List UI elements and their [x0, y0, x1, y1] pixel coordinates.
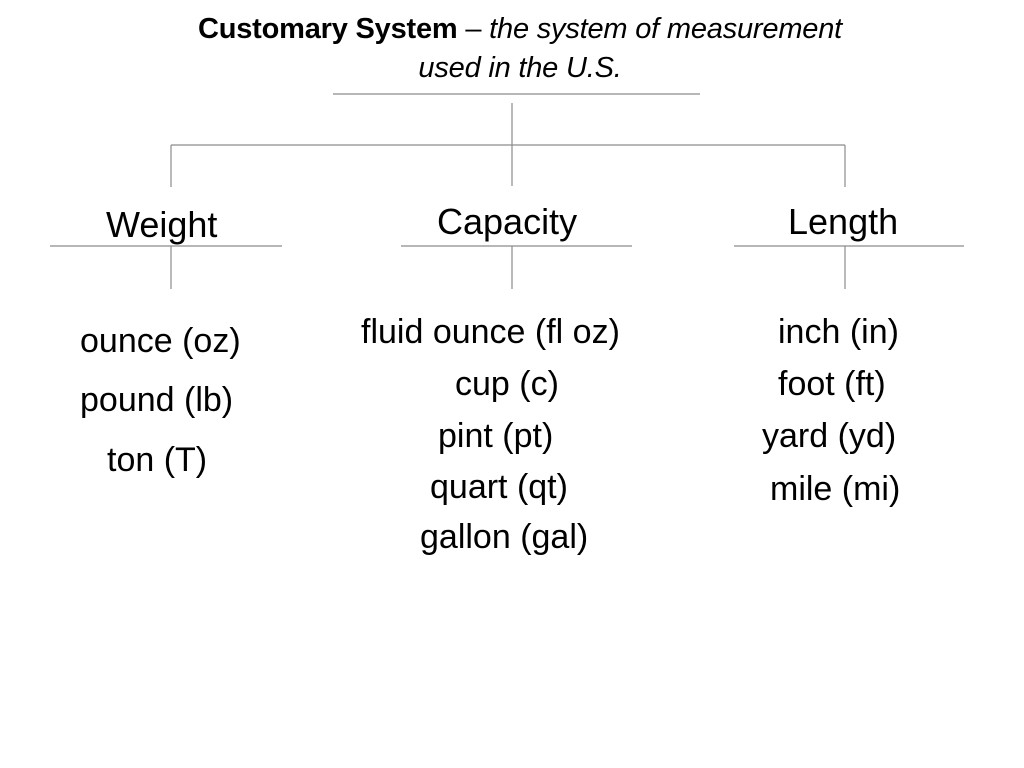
- title-definition-line1: the system of measurement: [489, 13, 842, 45]
- diagram-title: Customary System – the system of measure…: [100, 10, 940, 88]
- unit-pound: pound (lb): [80, 381, 234, 419]
- unit-fluid-ounce: fluid ounce (fl oz): [361, 313, 620, 351]
- unit-gallon: gallon (gal): [420, 518, 589, 556]
- unit-inch: inch (in): [778, 313, 899, 351]
- unit-ton: ton (T): [107, 441, 208, 479]
- unit-mile: mile (mi): [770, 470, 901, 508]
- title-definition-line2: used in the U.S.: [418, 52, 622, 84]
- unit-yard: yard (yd): [762, 417, 897, 455]
- unit-ounce: ounce (oz): [80, 322, 241, 360]
- unit-pint: pint (pt): [438, 417, 554, 455]
- category-capacity: Capacity: [437, 201, 578, 242]
- category-length: Length: [788, 201, 899, 242]
- category-weight: Weight: [106, 204, 218, 245]
- title-term: Customary System: [198, 13, 458, 45]
- unit-quart: quart (qt): [430, 468, 568, 506]
- title-dash: –: [457, 13, 490, 45]
- unit-cup: cup (c): [455, 365, 559, 403]
- unit-foot: foot (ft): [778, 365, 886, 403]
